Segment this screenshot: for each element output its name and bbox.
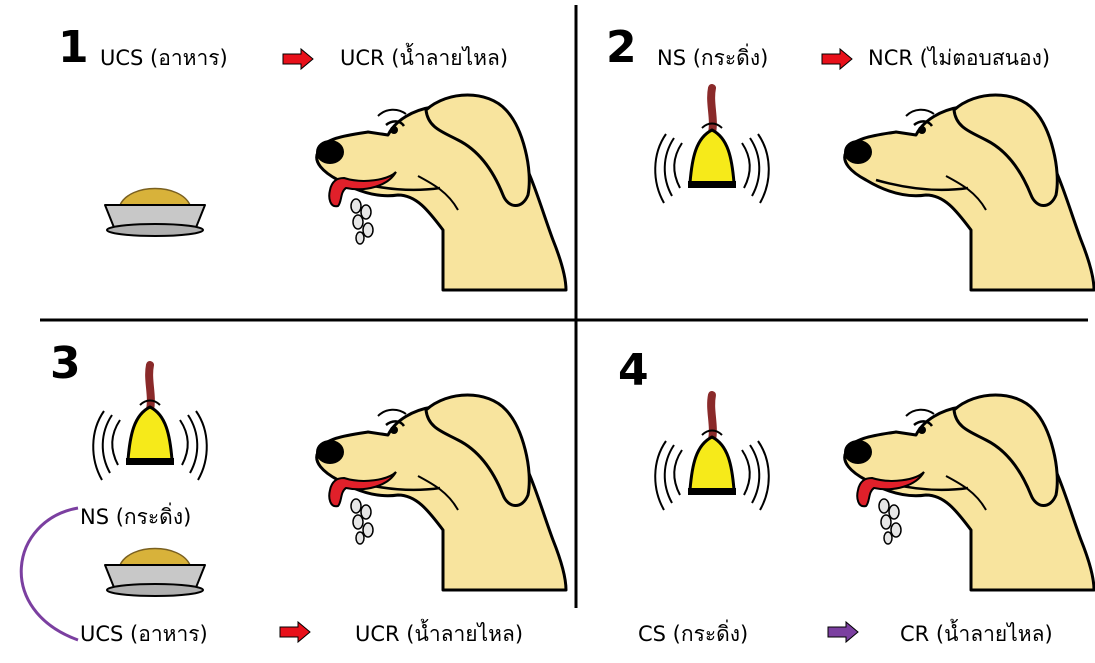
stimulus-label: UCS (อาหาร) — [80, 622, 208, 646]
pairing-connector — [19, 506, 79, 642]
panel-number: 2 — [606, 22, 637, 73]
arrow-icon — [821, 48, 853, 70]
bell-label: NS (กระดิ่ง) — [80, 502, 191, 529]
arrow-icon — [827, 621, 859, 643]
food-bowl-icon — [104, 547, 206, 597]
arrow-icon — [279, 621, 311, 643]
panel-number: 1 — [58, 22, 89, 73]
response-label: CR (น้ำลายไหล) — [900, 619, 1053, 646]
panel-number: 3 — [50, 338, 81, 389]
stimulus-label: CS (กระดิ่ง) — [638, 619, 748, 646]
response-label: UCR (น้ำลายไหล) — [340, 43, 508, 70]
panel-4: 4 CS (กระดิ่ง) CR (น้ำลายไหล) — [618, 345, 1095, 646]
dog-salivating-icon — [314, 393, 568, 592]
bell-icon — [655, 395, 769, 510]
dog-neutral-icon — [842, 93, 1095, 292]
response-label: UCR (น้ำลายไหล) — [355, 619, 523, 646]
bell-icon — [655, 88, 769, 203]
stimulus-label: UCS (อาหาร) — [100, 46, 228, 70]
panel-3: 3 NS (กระดิ่ง) UCS (อาหาร) UCR (น้ำลายไห… — [19, 338, 568, 646]
food-bowl-icon — [104, 187, 206, 237]
panel-1: 1 UCS (อาหาร) UCR (น้ำลายไหล) — [58, 22, 568, 292]
arrow-icon — [282, 48, 314, 70]
panel-2: 2 NS (กระดิ่ง) NCR (ไม่ตอบสนอง) — [606, 22, 1095, 292]
response-label: NCR (ไม่ตอบสนอง) — [868, 46, 1050, 70]
stimulus-label: NS (กระดิ่ง) — [657, 43, 768, 70]
bell-icon — [93, 365, 207, 480]
dog-salivating-icon — [314, 93, 568, 292]
panel-number: 4 — [618, 345, 649, 396]
dog-salivating-icon — [842, 393, 1095, 592]
